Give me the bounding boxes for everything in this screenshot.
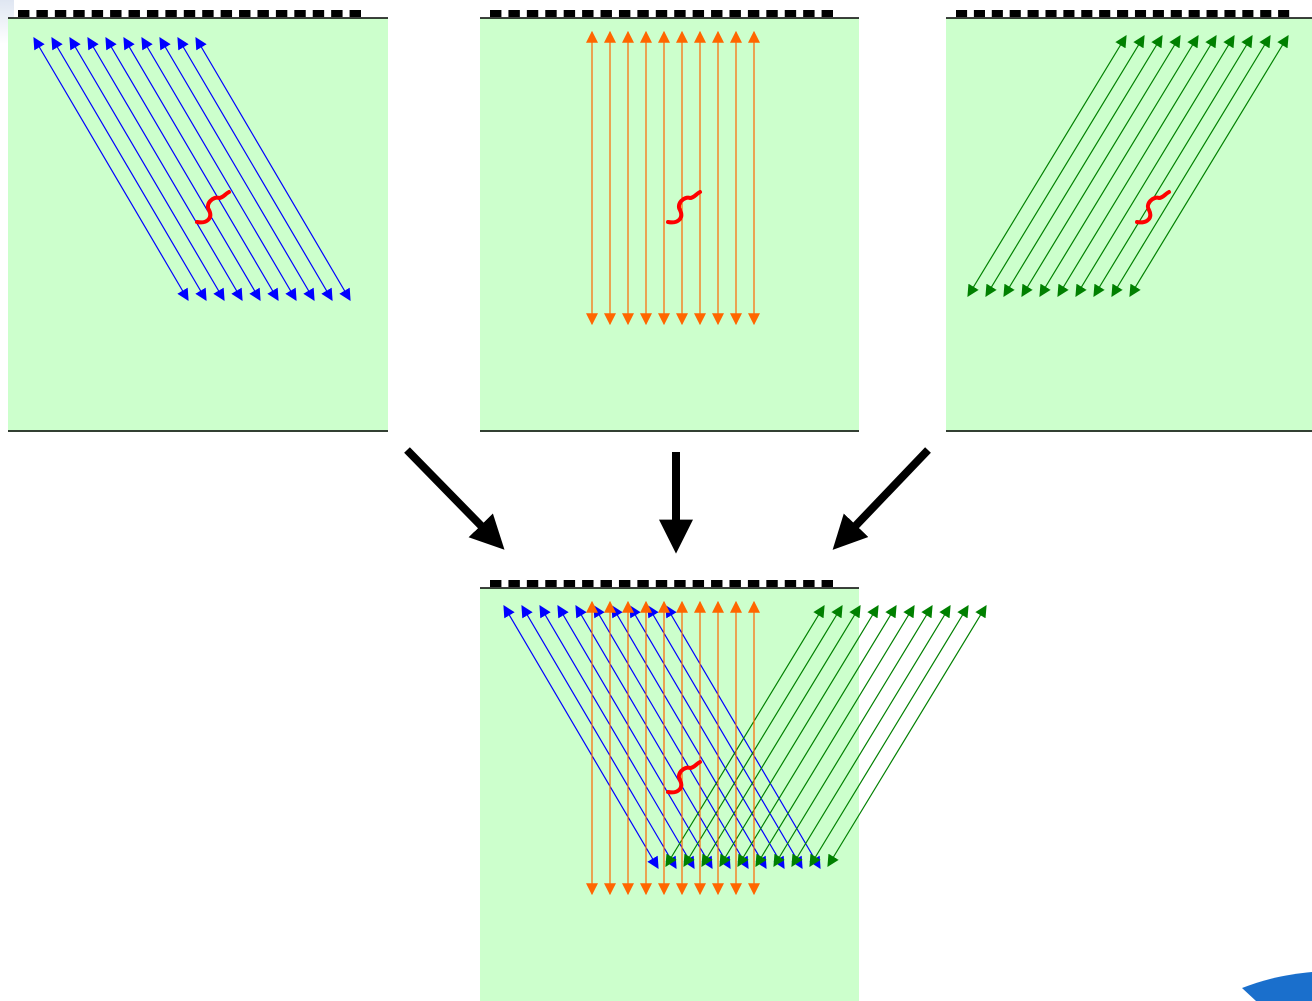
panel-background: [480, 18, 859, 432]
transducer-element: [220, 10, 233, 17]
transducer-element: [655, 580, 668, 587]
transducer-element: [1206, 10, 1218, 17]
transducer-element: [729, 10, 741, 17]
panel-steered-left: [8, 10, 388, 432]
transducer-element: [729, 580, 741, 587]
panel-steered-right: [946, 10, 1312, 432]
transducer-element: [331, 10, 343, 17]
transducer-element: [766, 10, 778, 17]
transducer-element: [637, 10, 649, 17]
transducer-element: [674, 10, 686, 17]
target-reflector-icon: [195, 190, 231, 225]
transducer-element: [1063, 10, 1075, 17]
transducer-element: [18, 10, 30, 17]
transducer-element: [563, 580, 576, 587]
transducer-element: [508, 10, 520, 17]
transducer-element: [563, 10, 576, 17]
transducer-element: [1134, 10, 1147, 17]
transducer-element: [202, 10, 214, 17]
transducer-element: [73, 10, 85, 17]
transducer-element: [1099, 10, 1111, 17]
transducer-element: [803, 580, 815, 587]
transducer-element: [821, 580, 833, 587]
transducer-element: [165, 10, 177, 17]
transducer-element: [600, 580, 612, 587]
transducer-element: [490, 10, 502, 17]
transducer-element: [784, 10, 797, 17]
transducer-element: [1009, 10, 1021, 17]
transducer-element: [490, 580, 502, 587]
transducer-element: [183, 10, 196, 17]
transducer-element: [1188, 10, 1200, 17]
arrow-left-to-compound: [404, 447, 505, 550]
transducer-element: [128, 10, 140, 17]
transducer-element: [582, 580, 594, 587]
transducer-element: [600, 10, 612, 17]
panel-compound: [480, 580, 987, 1001]
transducer-element: [239, 10, 251, 17]
transducer-element: [146, 10, 159, 17]
transducer-element: [1027, 10, 1039, 17]
transducer-element: [747, 580, 760, 587]
transducer-element: [1170, 10, 1182, 17]
panel-straight: [480, 10, 859, 432]
transducer-element: [711, 580, 723, 587]
transducer-element: [784, 580, 797, 587]
transducer-element: [956, 10, 968, 17]
transducer-element: [294, 10, 306, 17]
transducer-element: [582, 10, 594, 17]
transducer-element: [692, 10, 705, 17]
transducer-element: [257, 10, 269, 17]
transducer-element: [110, 10, 122, 17]
transducer-element: [1081, 10, 1093, 17]
transducer-element: [275, 10, 288, 17]
beam-line-steered-right: [1129, 34, 1289, 298]
transducer-element: [312, 10, 325, 17]
transducer-element: [692, 580, 705, 587]
target-reflector-icon: [666, 190, 702, 225]
transducer-element: [91, 10, 104, 17]
panel-background: [480, 588, 859, 1001]
transducer-element: [545, 580, 557, 587]
transducer-element: [618, 580, 631, 587]
transducer-element: [711, 10, 723, 17]
target-reflector-icon: [1135, 190, 1171, 225]
transducer-element: [674, 580, 686, 587]
transducer-element: [618, 10, 631, 17]
panel-background: [946, 18, 1312, 432]
transducer-element: [1152, 10, 1164, 17]
transducer-element: [1278, 10, 1290, 17]
transducer-element: [36, 10, 48, 17]
target-reflector-icon: [666, 760, 702, 795]
transducer-element: [508, 580, 520, 587]
transducer-element: [1242, 10, 1254, 17]
transducer-element: [655, 10, 668, 17]
transducer-element: [766, 580, 778, 587]
arrow-right-to-compound: [832, 447, 931, 550]
transducer-element: [526, 580, 539, 587]
transducer-element: [821, 10, 833, 17]
transducer-element: [1117, 10, 1129, 17]
transducer-element: [803, 10, 815, 17]
transducer-element: [54, 10, 67, 17]
transducer-element: [1224, 10, 1236, 17]
transducer-element: [526, 10, 539, 17]
transducer-element: [545, 10, 557, 17]
transducer-element: [637, 580, 649, 587]
transducer-element: [349, 10, 361, 17]
corner-logo-swoosh-icon: [1242, 972, 1312, 1001]
transducer-element: [991, 10, 1003, 17]
transducer-element: [747, 10, 760, 17]
beam-line-steered-left: [195, 36, 351, 302]
beam-line-steered-right: [827, 604, 987, 868]
transducer-element: [973, 10, 985, 17]
transducer-element: [1260, 10, 1272, 17]
transducer-element: [1045, 10, 1057, 17]
